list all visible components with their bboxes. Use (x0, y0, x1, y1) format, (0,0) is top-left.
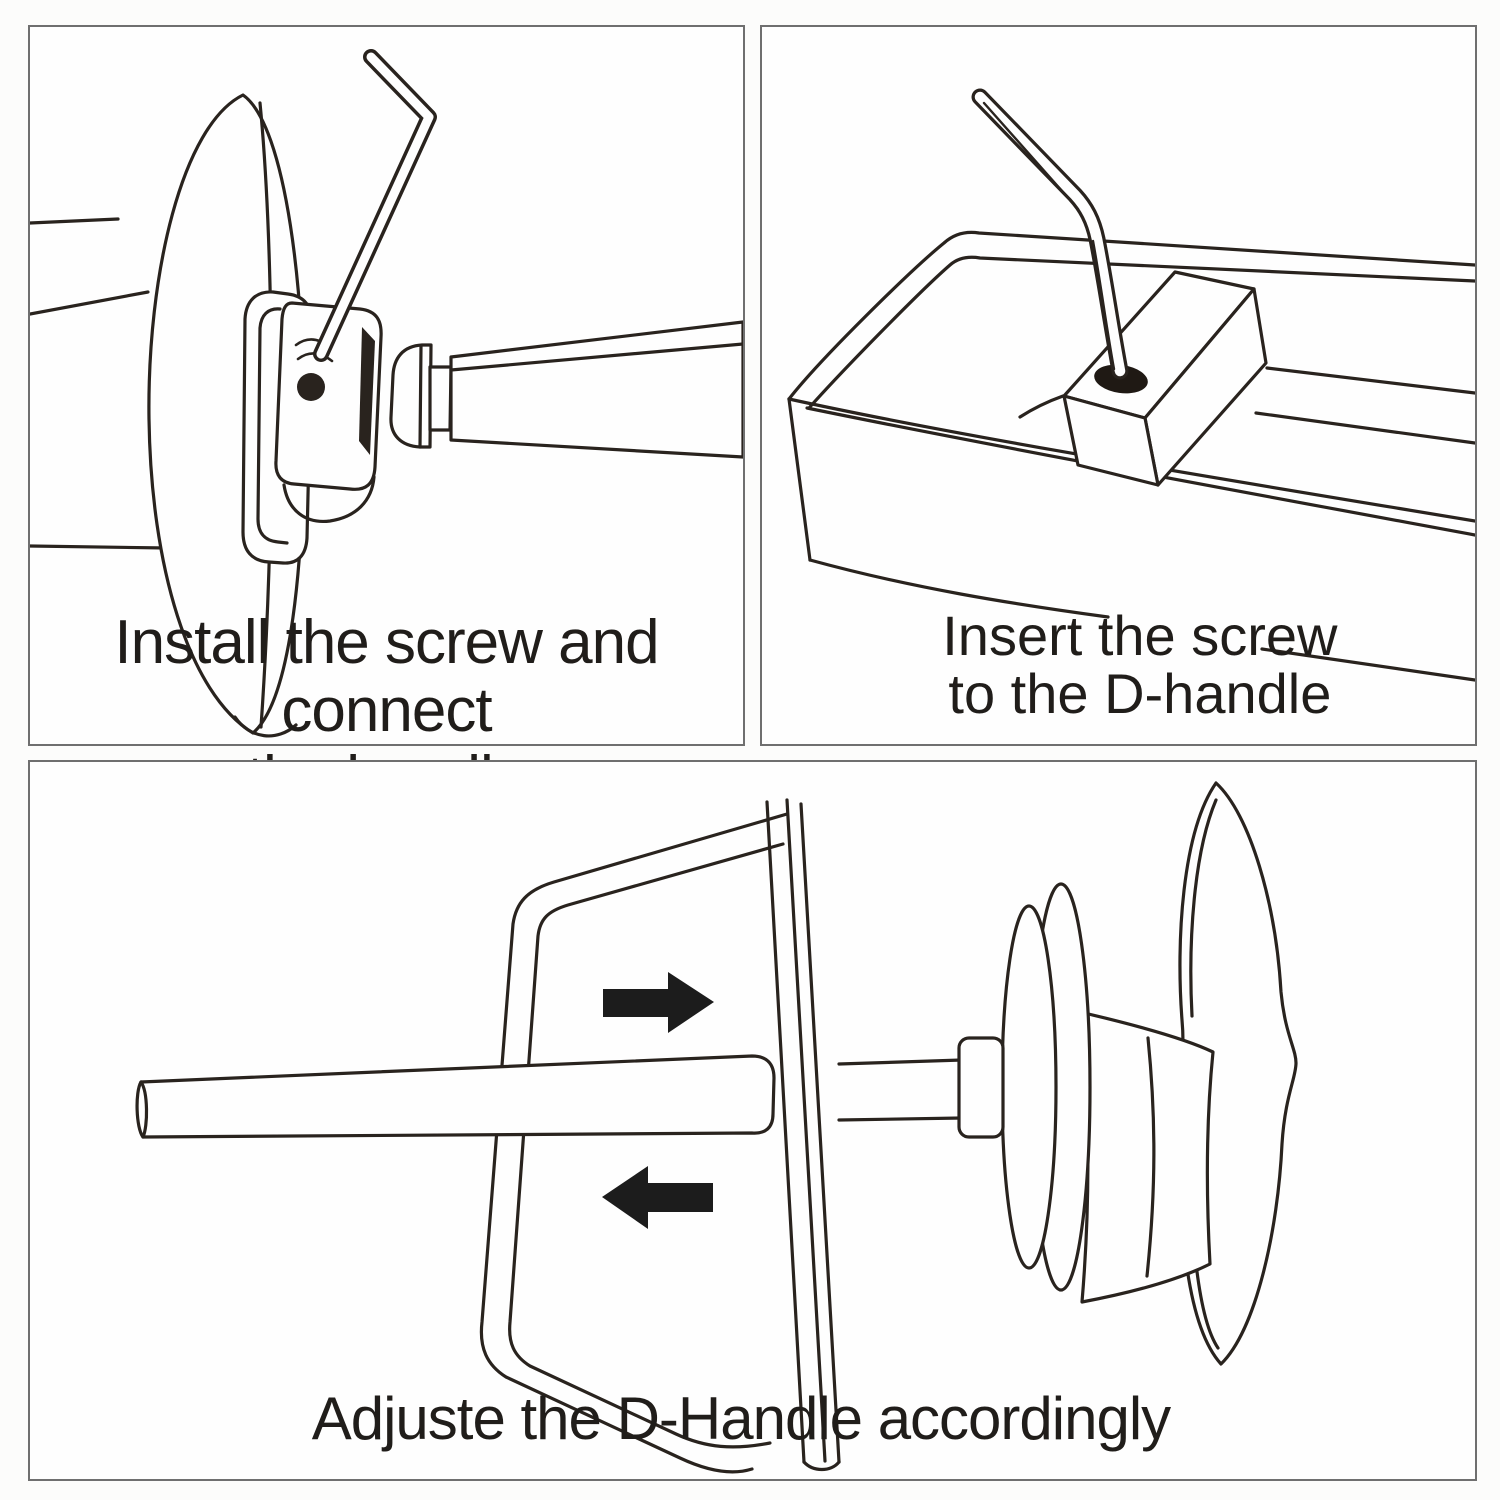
screw-hole (297, 373, 325, 401)
adjust-handle-illustration (135, 781, 1298, 1474)
connector-cap (389, 343, 453, 449)
hub-shadow-wedge (359, 327, 375, 455)
step-panel-adjust-handle: Adjuste the D-Handle accordingly (28, 760, 1477, 1481)
washer-discs (1000, 882, 1092, 1292)
square-shaft (135, 1054, 776, 1139)
arrow-left-icon (602, 1166, 713, 1229)
allen-key-icon (313, 49, 437, 362)
mount-block (1062, 270, 1268, 487)
d-handle-frame (479, 798, 841, 1474)
allen-key-icon (971, 88, 1129, 380)
handle-arm (30, 217, 169, 550)
tray-groove (1265, 366, 1475, 395)
insert-screw-illustration (787, 88, 1475, 682)
install-screw-illustration (30, 49, 743, 738)
step-panel-install-screw: Install the screw and connect the handle (28, 25, 745, 813)
handle-hub (274, 301, 383, 524)
shaft-stub (837, 1058, 964, 1122)
hub-boss (1078, 1010, 1215, 1304)
nut-block (957, 1036, 1005, 1139)
square-shaft (449, 320, 743, 459)
arrow-right-icon (603, 972, 714, 1033)
step-panel-insert-screw: Insert the screw to the D-handle (760, 25, 1477, 746)
